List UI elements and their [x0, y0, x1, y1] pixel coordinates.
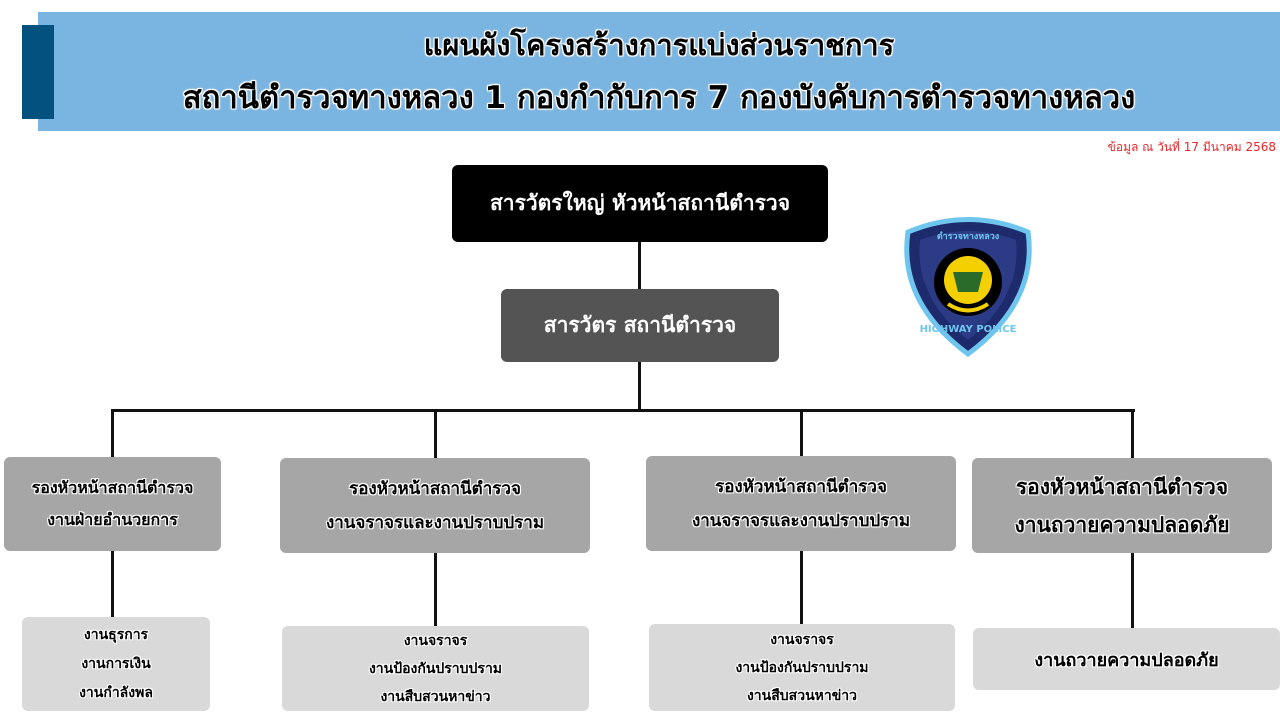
unit-item: งานจราจร	[403, 632, 468, 649]
connector	[800, 409, 803, 456]
logo-bottom-text: HIGHWAY POLICE	[920, 324, 1017, 335]
connector	[111, 409, 114, 457]
logo-top-text: ตำรวจทางหลวง	[937, 231, 999, 242]
unit-box-traffic-2: งานจราจร งานป้องกันปราบปราม งานสืบสวนหาข…	[649, 624, 955, 711]
deputy-title: รองหัวหน้าสถานีตำรวจ	[1015, 474, 1229, 499]
deputy-department: งานจราจรและงานปราบปราม	[325, 512, 545, 533]
deputy-box-traffic-1: รองหัวหน้าสถานีตำรวจ งานจราจรและงานปราบป…	[280, 458, 590, 553]
connector	[111, 551, 114, 617]
connector	[111, 409, 1135, 412]
deputy-department: งานจราจรและงานปราบปราม	[691, 510, 911, 531]
deputy-box-admin: รองหัวหน้าสถานีตำรวจ งานฝ่ายอำนวยการ	[4, 457, 221, 551]
highway-police-logo: ตำรวจทางหลวง HIGHWAY POLICE	[904, 217, 1032, 357]
chief-label: สารวัตรใหญ่ หัวหน้าสถานีตำรวจ	[489, 191, 790, 215]
header-accent-bar	[22, 25, 54, 119]
deputy-title: รองหัวหน้าสถานีตำรวจ	[31, 478, 194, 497]
unit-item: งานสืบสวนหาข่าว	[746, 687, 858, 704]
unit-item: งานสืบสวนหาข่าว	[380, 688, 491, 705]
deputy-department: งานฝ่ายอำนวยการ	[47, 510, 178, 529]
connector	[434, 409, 437, 458]
unit-item: งานการเงิน	[81, 655, 151, 672]
connector	[638, 242, 641, 290]
connector	[800, 551, 803, 624]
unit-item: งานกำลังพล	[79, 684, 153, 701]
connector	[434, 553, 437, 626]
unit-item: งานถวายความปลอดภัย	[1034, 649, 1219, 671]
connector	[1131, 553, 1134, 628]
date-note: ข้อมูล ณ วันที่ 17 มีนาคม 2568	[1107, 140, 1276, 154]
unit-box-traffic-1: งานจราจร งานป้องกันปราบปราม งานสืบสวนหาข…	[282, 626, 589, 711]
deputy-title: รองหัวหน้าสถานีตำรวจ	[715, 476, 887, 497]
unit-box-security: งานถวายความปลอดภัย	[973, 628, 1280, 690]
connector	[1131, 409, 1134, 458]
unit-item: งานป้องกันปราบปราม	[368, 660, 503, 677]
deputy-title: รองหัวหน้าสถานีตำรวจ	[349, 478, 521, 499]
deputy-box-traffic-2: รองหัวหน้าสถานีตำรวจ งานจราจรและงานปราบป…	[646, 456, 956, 551]
deputy-department: งานถวายความปลอดภัย	[1014, 512, 1230, 537]
page-title: แผนผังโครงสร้างการแบ่งส่วนราชการ	[423, 28, 895, 62]
deputy-box-security: รองหัวหน้าสถานีตำรวจ งานถวายความปลอดภัย	[972, 458, 1272, 553]
header-banner	[38, 12, 1280, 131]
unit-item: งานธุรการ	[83, 626, 149, 643]
unit-box-admin: งานธุรการ งานการเงิน งานกำลังพล	[22, 617, 210, 711]
unit-item: งานจราจร	[770, 631, 834, 648]
inspector-label: สารวัตร สถานีตำรวจ	[543, 313, 737, 337]
page-subtitle: สถานีตำรวจทางหลวง 1 กองกำกับการ 7 กองบัง…	[182, 80, 1136, 116]
chief-box: สารวัตรใหญ่ หัวหน้าสถานีตำรวจ	[452, 165, 828, 242]
connector	[638, 362, 641, 410]
inspector-box: สารวัตร สถานีตำรวจ	[501, 289, 779, 362]
unit-item: งานป้องกันปราบปราม	[735, 659, 869, 676]
